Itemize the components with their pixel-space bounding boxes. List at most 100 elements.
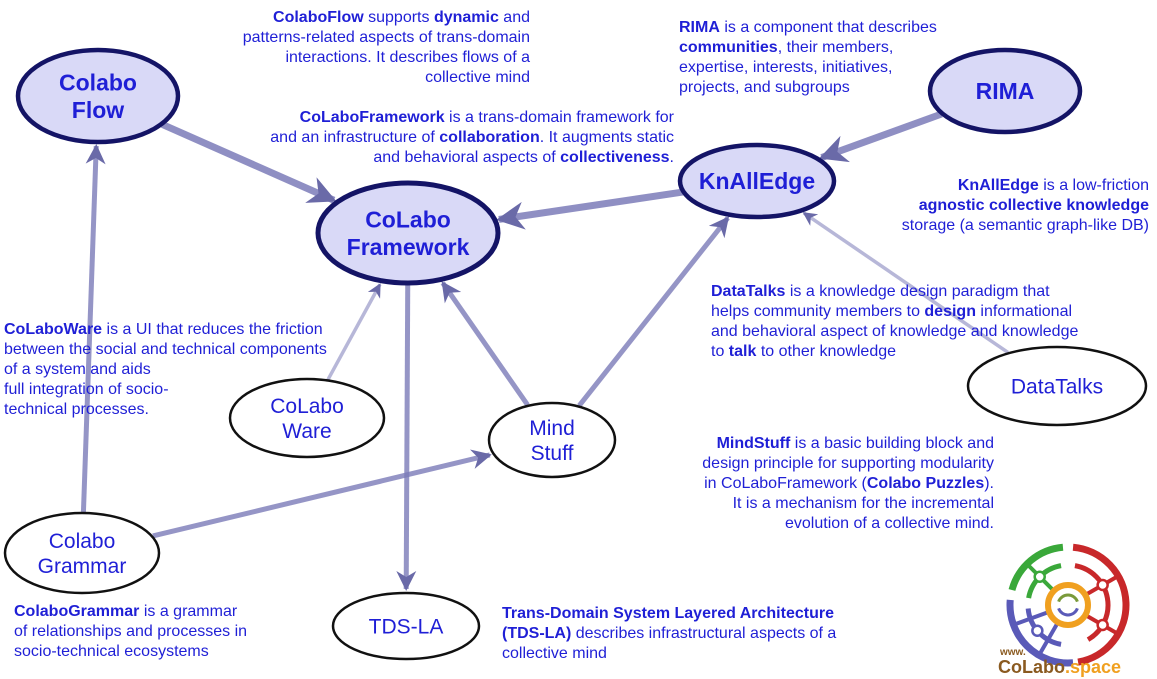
emphasis-text: CoLaboWare xyxy=(4,321,103,338)
node-label: Colabo xyxy=(49,530,116,553)
body-text: . xyxy=(669,149,674,166)
description-line: (TDS-LA) describes infrastructural aspec… xyxy=(502,624,922,644)
body-text: storage (a semantic graph-like DB) xyxy=(901,217,1149,234)
emphasis-text: Trans-Domain System Layered Architecture xyxy=(502,605,834,622)
description-line: in CoLaboFramework (Colabo Puzzles). xyxy=(640,474,994,494)
body-text: is a basic building block and xyxy=(790,435,994,452)
body-text: is a UI that reduces the friction xyxy=(102,321,323,338)
emphasis-text: Colabo Puzzles xyxy=(866,475,985,492)
node-label: Colabo xyxy=(59,69,137,95)
colabo-space-logo: www.CoLabo.space xyxy=(998,543,1130,677)
description-line: collective mind xyxy=(502,644,922,664)
body-text: of a system and aids xyxy=(4,361,151,378)
node-rima[interactable]: RIMA xyxy=(927,47,1083,135)
node-ellipse xyxy=(228,377,386,459)
node-ellipse xyxy=(3,511,161,595)
node-datatalks[interactable]: DataTalks xyxy=(966,345,1148,427)
description-line: CoLaboFramework is a trans-domain framew… xyxy=(180,108,674,128)
body-text: , their members, xyxy=(777,39,894,56)
emphasis-text: (TDS-LA) xyxy=(502,625,572,642)
edge-knalledge-to-colaboframework xyxy=(496,188,684,230)
node-ellipse xyxy=(15,47,181,145)
description-line: ColaboFlow supports dynamic and xyxy=(170,8,530,28)
description-line: communities, their members, xyxy=(679,38,1009,58)
body-text: technical processes. xyxy=(4,401,149,418)
body-text: full integration of socio- xyxy=(4,381,169,398)
node-tdsla[interactable]: TDS-LA xyxy=(331,591,481,661)
body-text: and behavioral aspects of xyxy=(373,149,561,166)
emphasis-text: design xyxy=(924,303,976,320)
logo-name-main: CoLabo xyxy=(998,657,1065,677)
emphasis-text: MindStuff xyxy=(716,435,791,452)
emphasis-text: collaboration xyxy=(439,129,540,146)
node-colaboframework[interactable]: CoLaboFramework xyxy=(315,180,501,286)
body-text: projects, and subgroups xyxy=(679,79,850,96)
node-colaboware[interactable]: CoLaboWare xyxy=(228,377,386,459)
body-text: and behavioral aspect of knowledge and k… xyxy=(711,323,1079,340)
edge-mindstuff-to-colaboframework xyxy=(440,281,530,407)
logo-inner-arc xyxy=(1057,593,1079,603)
node-colaboflow[interactable]: ColaboFlow xyxy=(15,47,181,145)
emphasis-text: CoLaboFramework xyxy=(299,109,445,126)
body-text: to other knowledge xyxy=(756,343,897,360)
description-line: agnostic collective knowledge xyxy=(840,196,1149,216)
logo-node xyxy=(1096,618,1109,632)
description-line: technical processes. xyxy=(4,400,394,420)
body-text: collective mind xyxy=(425,69,530,86)
node-label: Framework xyxy=(347,234,470,260)
emphasis-text: ColaboGrammar xyxy=(14,603,140,620)
description-line: of a system and aids xyxy=(4,360,394,380)
description-line: and an infrastructure of collaboration. … xyxy=(180,128,674,148)
body-text: and xyxy=(498,9,530,26)
tdsla-description: Trans-Domain System Layered Architecture… xyxy=(502,604,922,664)
colaboframework-description: CoLaboFramework is a trans-domain framew… xyxy=(180,108,674,168)
node-mindstuff[interactable]: MindStuff xyxy=(487,401,617,479)
body-text: helps community members to xyxy=(711,303,925,320)
logo-prefix: www. xyxy=(999,647,1026,658)
body-text: It is a mechanism for the incremental xyxy=(732,495,994,512)
node-label: DataTalks xyxy=(1011,375,1103,398)
emphasis-text: communities xyxy=(679,39,778,56)
edges-layer xyxy=(80,110,1010,592)
edge-mindstuff-to-knalledge xyxy=(577,216,730,408)
logo-node xyxy=(1096,578,1109,592)
logo-outer-arc xyxy=(1008,543,1064,591)
node-ellipse xyxy=(966,345,1148,427)
body-text: ). xyxy=(984,475,994,492)
description-line: It is a mechanism for the incremental xyxy=(640,494,994,514)
body-text: design principle for supporting modulari… xyxy=(702,455,994,472)
emphasis-text: talk xyxy=(728,343,757,360)
description-line: interactions. It describes flows of a xyxy=(170,48,530,68)
node-label: KnAllEdge xyxy=(699,168,815,194)
node-colabogrammar[interactable]: ColaboGrammar xyxy=(3,511,161,595)
nodes-layer: ColaboFlowCoLaboFrameworkKnAllEdgeRIMACo… xyxy=(3,47,1148,661)
node-ellipse xyxy=(331,591,481,661)
body-text: informational xyxy=(975,303,1073,320)
description-line: socio-technical ecosystems xyxy=(14,642,314,662)
logo-node xyxy=(1031,624,1044,637)
logo-spoke xyxy=(1012,610,1049,627)
body-text: is a knowledge design paradigm that xyxy=(785,283,1050,300)
logo-node xyxy=(1033,570,1046,583)
node-knalledge[interactable]: KnAllEdge xyxy=(677,142,837,220)
body-text: supports xyxy=(363,9,434,26)
body-text: patterns-related aspects of trans-domain xyxy=(242,29,530,46)
edge-colabogrammar-to-mindstuff xyxy=(152,449,492,539)
node-ellipse xyxy=(487,401,617,479)
node-label: RIMA xyxy=(976,78,1035,104)
body-text: expertise, interests, initiatives, xyxy=(679,59,893,76)
node-label: CoLabo xyxy=(365,206,451,232)
node-label: CoLabo xyxy=(270,395,344,418)
body-text: and an infrastructure of xyxy=(270,129,440,146)
datatalks-description: DataTalks is a knowledge design paradigm… xyxy=(711,282,1157,362)
description-line: of relationships and processes in xyxy=(14,622,314,642)
body-text: evolution of a collective mind. xyxy=(785,515,994,532)
body-text: is a low-friction xyxy=(1038,177,1149,194)
logo-name: CoLabo.space xyxy=(998,657,1121,677)
body-text: to xyxy=(711,343,729,360)
logo-middle-arc xyxy=(1074,563,1111,642)
